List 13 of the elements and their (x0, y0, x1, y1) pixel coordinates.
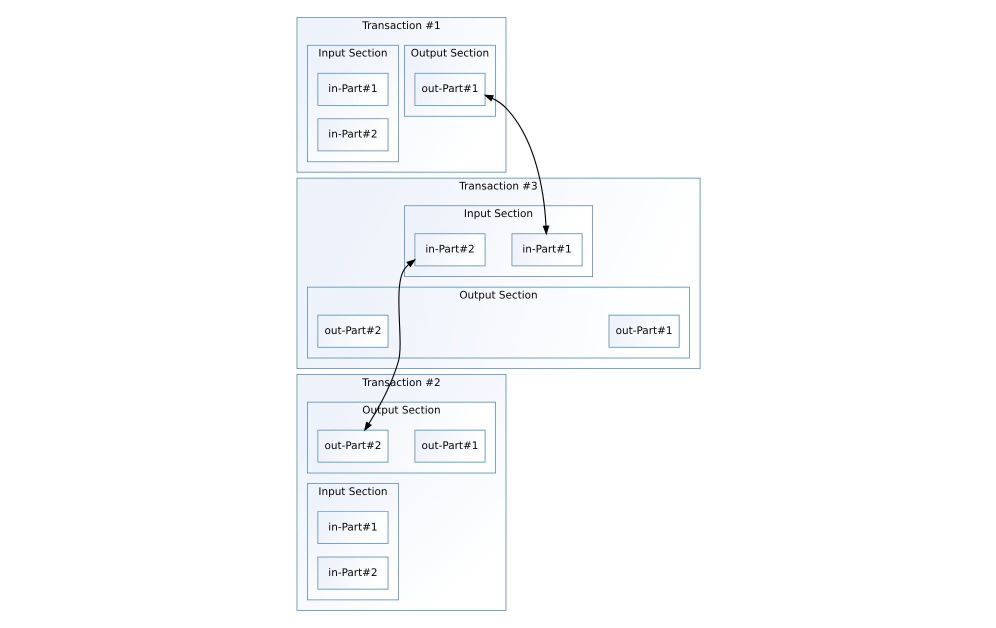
node-box: in-Part#1 (316, 72, 388, 106)
arrow (363, 258, 416, 432)
node-box: in-Part#2 (316, 118, 388, 152)
node-box: out-Part#2 (316, 430, 388, 463)
node-box: in-Part#2 (414, 233, 485, 266)
node-box: in-Part#1 (316, 511, 388, 544)
arrow (483, 94, 549, 236)
node-box: out-Part#1 (414, 430, 485, 463)
node-box: out-Part#2 (316, 314, 388, 348)
node-box: in-Part#2 (316, 556, 388, 590)
node-box: out-Part#1 (608, 314, 680, 348)
node-box: out-Part#1 (414, 72, 485, 106)
node-box: in-Part#1 (511, 233, 582, 266)
